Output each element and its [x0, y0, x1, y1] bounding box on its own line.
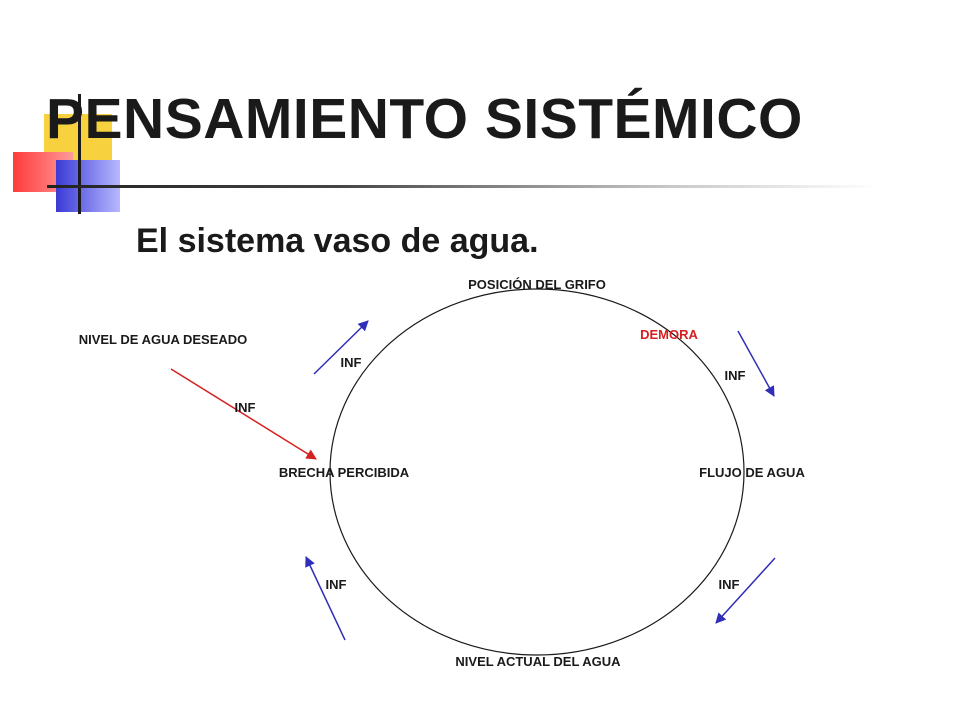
node-water-flow: FLUJO DE AGUA [699, 465, 805, 480]
delay-label: DEMORA [640, 327, 698, 342]
arrow-desired-to-gap [170, 368, 317, 460]
node-faucet-position: POSICIÓN DEL GRIFO [468, 277, 606, 292]
arrow-gap-to-faucet [313, 320, 369, 375]
link-label-upper-right: INF [725, 368, 746, 383]
title-underline [47, 185, 877, 188]
loop-circle [329, 288, 745, 656]
vertical-rule [78, 94, 81, 214]
link-label-lower-right: INF [719, 577, 740, 592]
link-label-upper-left: INF [341, 355, 362, 370]
arrow-level-to-gap [305, 556, 346, 641]
link-label-lower-left: INF [326, 577, 347, 592]
arrow-faucet-to-flow [737, 330, 775, 397]
arrow-flow-to-level [715, 557, 776, 624]
page-title: PENSAMIENTO SISTÉMICO [46, 87, 803, 151]
node-perceived-gap: BRECHA PERCIBIDA [279, 465, 410, 480]
node-actual-water-level: NIVEL ACTUAL DEL AGUA [455, 654, 621, 669]
node-desired-water-level: NIVEL DE AGUA DESEADO [79, 332, 248, 347]
page-subtitle: El sistema vaso de agua. [136, 222, 539, 260]
link-label-external: INF [235, 400, 256, 415]
